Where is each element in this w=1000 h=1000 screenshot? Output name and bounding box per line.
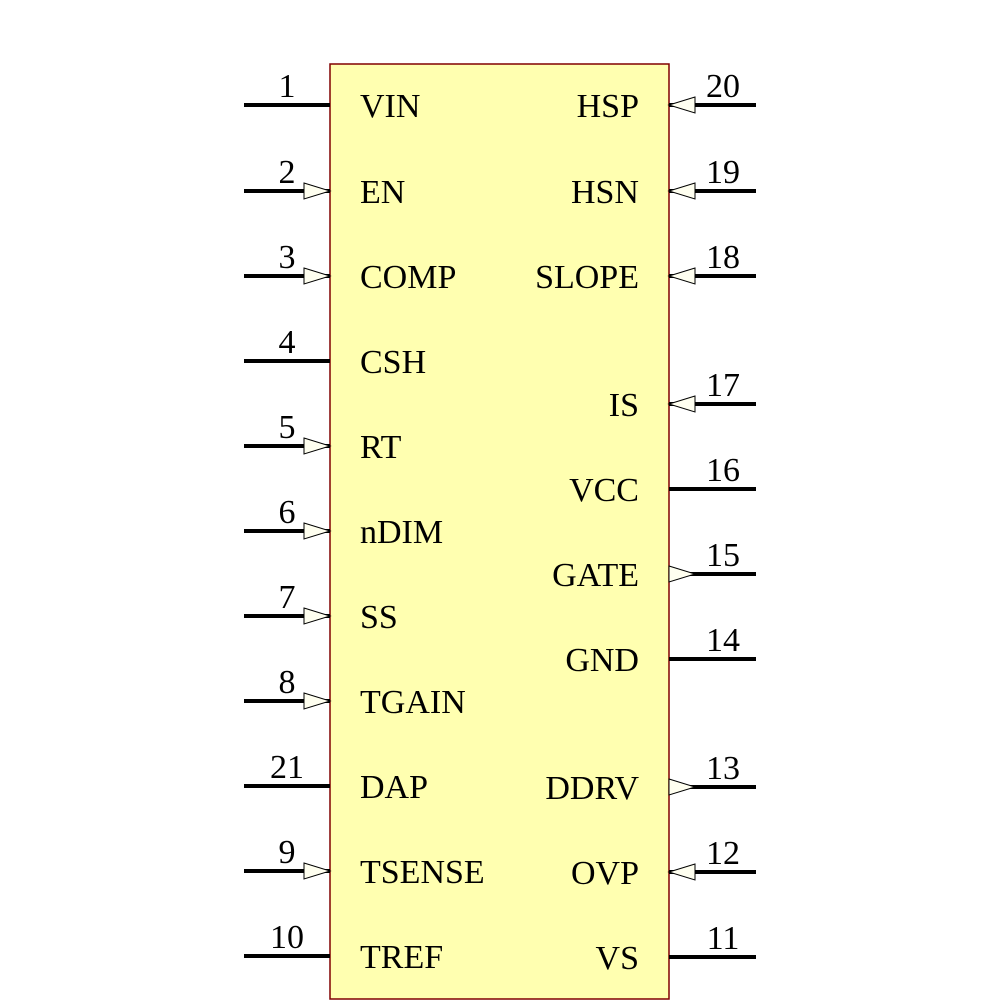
left-pins: 1VIN2EN3COMP4CSH5RT6nDIM7SS8TGAIN21DAP9T… [244,68,485,976]
pin-name: SS [360,599,398,636]
pin-number: 7 [279,579,296,616]
input-arrow-icon [303,437,332,455]
input-arrow-icon [303,607,332,625]
pin-5: 5RT [244,409,402,466]
pin-number: 16 [706,452,740,489]
pin-number: 18 [706,239,740,276]
pin-number: 3 [279,239,296,276]
pin-name: VIN [360,88,420,125]
pin-number: 10 [270,919,304,956]
pin-number: 19 [706,154,740,191]
pin-number: 15 [706,537,740,574]
input-arrow-icon [303,692,332,710]
pin-number: 11 [707,920,740,957]
pin-number: 12 [706,835,740,872]
pin-name: GND [565,642,639,679]
pin-name: VCC [569,472,639,509]
pin-name: nDIM [360,514,443,551]
pin-name: DDRV [545,770,639,807]
output-arrow-icon [668,565,697,583]
pin-name: SLOPE [535,259,639,296]
pin-number: 6 [279,494,296,531]
pin-number: 20 [706,68,740,105]
input-arrow-icon [667,96,696,114]
pin-name: CSH [360,344,426,381]
pin-number: 9 [279,834,296,871]
pin-name: OVP [571,855,639,892]
pin-name: TGAIN [360,684,466,721]
ic-body [329,63,670,1000]
pin-7: 7SS [244,579,398,636]
input-arrow-icon [667,267,696,285]
pin-2: 2EN [244,154,405,211]
pin-name: IS [609,387,639,424]
pin-name: COMP [360,259,456,296]
pin-6: 6 nDIM [244,494,443,551]
pin-name: VS [596,940,639,977]
pin-number: 8 [279,664,296,701]
pin-name: RT [360,429,402,466]
pin-name: HSN [571,174,639,211]
pin-number: 4 [279,324,296,361]
pin-name: HSP [577,88,639,125]
input-arrow-icon [303,522,332,540]
input-arrow-icon [667,395,696,413]
pin-number: 2 [279,154,296,191]
input-arrow-icon [303,862,332,880]
pin-name: EN [360,174,405,211]
pin-name: TREF [360,939,443,976]
output-arrow-icon [668,778,697,796]
pin-number: 14 [706,622,740,659]
pin-number: 13 [706,750,740,787]
pin-number: 21 [270,749,304,786]
pin-name: TSENSE [360,854,485,891]
pin-number: 17 [706,367,740,404]
pin-name: GATE [552,557,639,594]
input-arrow-icon [667,182,696,200]
pin-number: 5 [279,409,296,446]
input-arrow-icon [667,863,696,881]
pin-number: 1 [279,68,296,105]
input-arrow-icon [303,182,332,200]
pin-name: DAP [360,769,428,806]
input-arrow-icon [303,267,332,285]
